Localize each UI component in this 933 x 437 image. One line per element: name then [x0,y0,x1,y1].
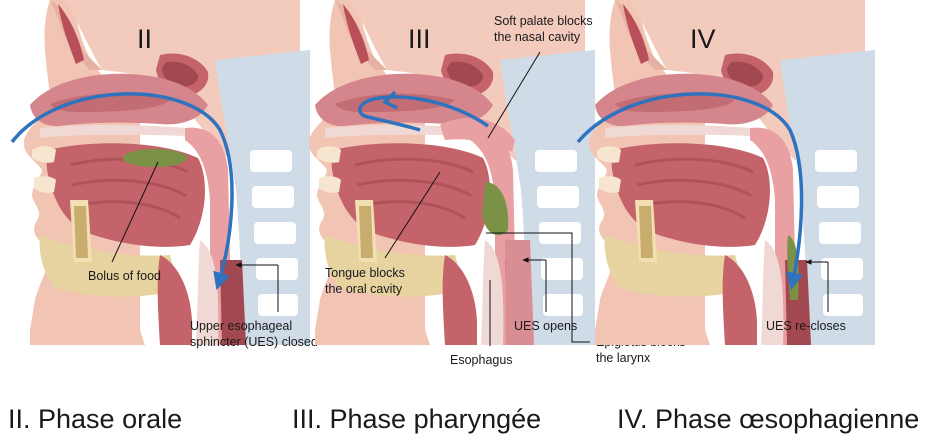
label-esophagus: Esophagus [450,353,513,367]
head-cross-section-iv [589,0,875,345]
label-soft-palate-1: Soft palate blocks [494,14,593,28]
label-bolus: Bolus of food [88,269,161,283]
caption-esophageal-phase: IV. Phase œsophagienne [617,404,919,434]
label-ues-recloses: UES re-closes [766,319,846,333]
caption-oral-phase: II. Phase orale [8,404,182,434]
panel-esophageal-phase: IV UES re-closes [578,0,875,345]
label-epiglottis-2: the larynx [596,351,651,365]
panel-oral-phase: II Bolus of food Upper esophageal sphinc… [12,0,318,349]
label-tongue-1: Tongue blocks [325,266,405,280]
caption-pharyngeal-phase: III. Phase pharyngée [292,404,541,434]
head-cross-section-ii [24,0,310,345]
bolus-shape-ii [123,149,187,167]
label-soft-palate-2: the nasal cavity [494,30,581,44]
panel-numeral-ii: II [137,24,152,54]
label-ues-closed-2: sphincter (UES) closed [190,335,318,349]
label-ues-closed-1: Upper esophageal [190,319,292,333]
panel-numeral-iv: IV [690,24,716,54]
label-tongue-2: the oral cavity [325,282,403,296]
label-ues-opens: UES opens [514,319,577,333]
panel-numeral-iii: III [408,24,431,54]
